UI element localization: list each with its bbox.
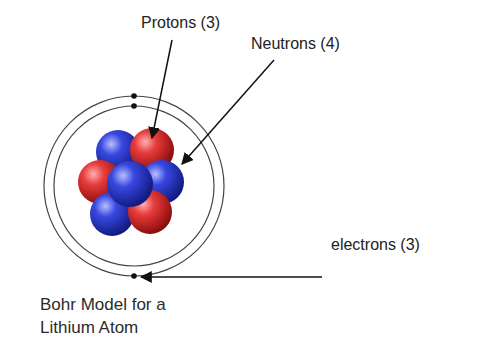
leader-line (141, 276, 322, 278)
electron (131, 93, 137, 99)
outer-shell (44, 96, 224, 276)
electron (131, 273, 137, 279)
caption-text: Bohr Model for a Lithium Atom (40, 293, 200, 339)
part-label: Protons (3) (140, 14, 221, 32)
leader-line (152, 40, 172, 138)
electron (131, 103, 137, 109)
leader-line (182, 60, 274, 164)
part-label: electrons (3) (330, 236, 421, 254)
inner-shell (54, 106, 214, 266)
part-label: Neutrons (4) (250, 35, 341, 53)
nucleus (78, 128, 184, 236)
neutron (107, 161, 153, 207)
